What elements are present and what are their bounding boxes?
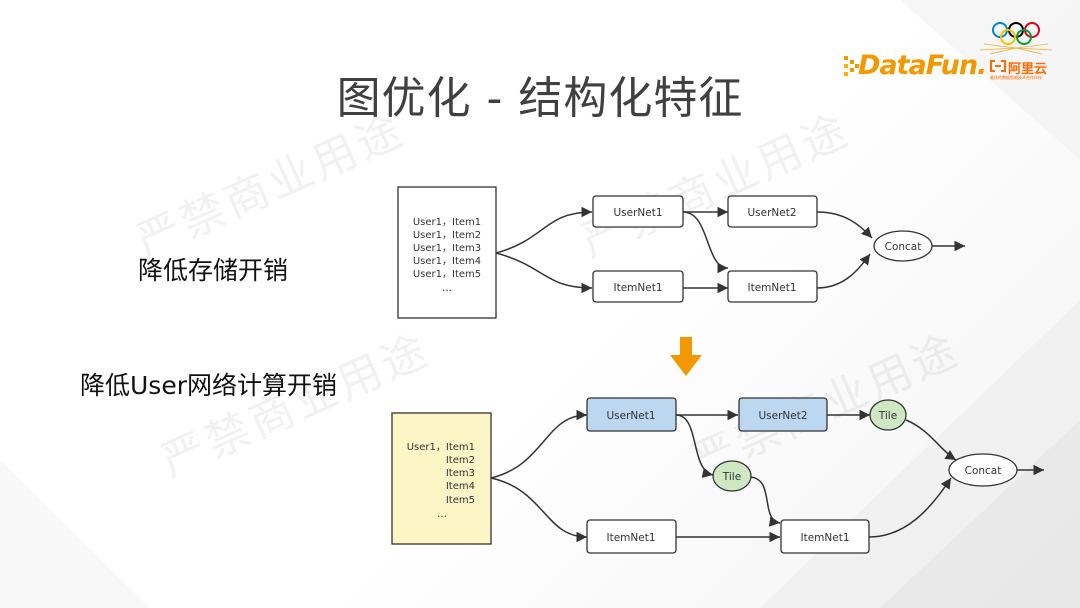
- top-table-line: …: [442, 283, 452, 294]
- olympic-rings-icon: [979, 22, 1053, 55]
- node-usernet1: [592, 195, 684, 228]
- top-table-line: User1，Item5: [413, 269, 481, 280]
- node-itemnet1-label: ItemNet1: [613, 282, 662, 294]
- node-itemnet1-label: ItemNet1: [747, 282, 796, 294]
- compute-cost-label: 降低User网络计算开销: [80, 371, 337, 400]
- node-concat-label: Concat: [885, 241, 922, 253]
- top-diagram: User1，Item1 User1，Item2 User1，Item3 User…: [397, 186, 965, 319]
- node-itemnet1: [592, 270, 684, 303]
- bottom-diagram: User1，Item1 Item2 Item3 Item4 Item5 … Us…: [391, 397, 1044, 554]
- bottom-table-line: Item3: [446, 468, 475, 479]
- bottom-table-line: Item2: [446, 455, 475, 466]
- edge-tile-to-itemnet1: [750, 476, 781, 527]
- node-usernet2: [727, 195, 818, 228]
- bottom-table-line: …: [437, 509, 447, 520]
- edge-itemnet1-to-concat: [816, 253, 871, 289]
- node-itemnet1: [727, 270, 818, 303]
- aliyun-logo: 阿里云 最佳的数据智能技术合作伙伴: [978, 18, 1058, 84]
- datafun-logo: DataFun.: [842, 48, 987, 86]
- down-arrow-icon: [670, 337, 702, 376]
- node-tile-label: Tile: [722, 471, 741, 483]
- top-table-line: User1，Item1: [413, 217, 481, 228]
- node-itemnet1: [780, 519, 870, 554]
- aliyun-logo-text: 阿里云: [1008, 62, 1048, 77]
- edge-table-to-itemnet1: [490, 477, 588, 543]
- node-itemnet1: [586, 519, 677, 554]
- page-title: 图优化 - 结构化特征: [336, 73, 744, 124]
- node-concat: [948, 453, 1018, 487]
- node-itemnet1-label: ItemNet1: [800, 532, 849, 544]
- node-tile: [712, 460, 752, 492]
- edge-table-to-usernet1: [495, 206, 593, 254]
- node-usernet1-label: UserNet1: [613, 207, 662, 219]
- datafun-mark-icon: [844, 56, 859, 76]
- top-table-line: User1，Item2: [413, 230, 481, 241]
- bottom-table-line: User1，Item1: [407, 442, 475, 453]
- storage-cost-label: 降低存储开销: [138, 256, 289, 285]
- edge-tile-to-concat: [905, 419, 957, 461]
- edge-table-to-usernet1: [490, 409, 588, 479]
- node-usernet2-label: UserNet2: [747, 207, 796, 219]
- edge-usernet1-to-tile: [675, 414, 714, 478]
- node-usernet1: [586, 397, 677, 432]
- datafun-logo-text: DataFun.: [858, 50, 987, 81]
- node-concat: [873, 230, 933, 262]
- node-tile: [869, 399, 907, 431]
- edge-table-to-itemnet1: [495, 252, 593, 294]
- node-itemnet1-label: ItemNet1: [606, 532, 655, 544]
- node-usernet2: [738, 397, 828, 432]
- bottom-table-line: Item4: [446, 481, 475, 492]
- top-table-line: User1，Item4: [413, 256, 481, 267]
- node-tile-label: Tile: [878, 410, 897, 422]
- aliyun-logo-subtitle: 最佳的数据智能技术合作伙伴: [990, 75, 1042, 80]
- edge-usernet1-to-itemnet1: [682, 211, 729, 274]
- node-usernet1-label: UserNet1: [606, 410, 655, 422]
- aliyun-mark-icon: [990, 60, 1006, 72]
- edge-usernet2-to-concat: [816, 211, 873, 239]
- top-table-line: User1，Item3: [413, 243, 481, 254]
- node-usernet2-label: UserNet2: [758, 410, 807, 422]
- bottom-input-table: [391, 412, 492, 545]
- node-concat-label: Concat: [965, 465, 1002, 477]
- top-input-table: [397, 186, 497, 319]
- edge-itemnet1-to-concat: [868, 477, 952, 538]
- bottom-table-line: Item5: [446, 495, 475, 506]
